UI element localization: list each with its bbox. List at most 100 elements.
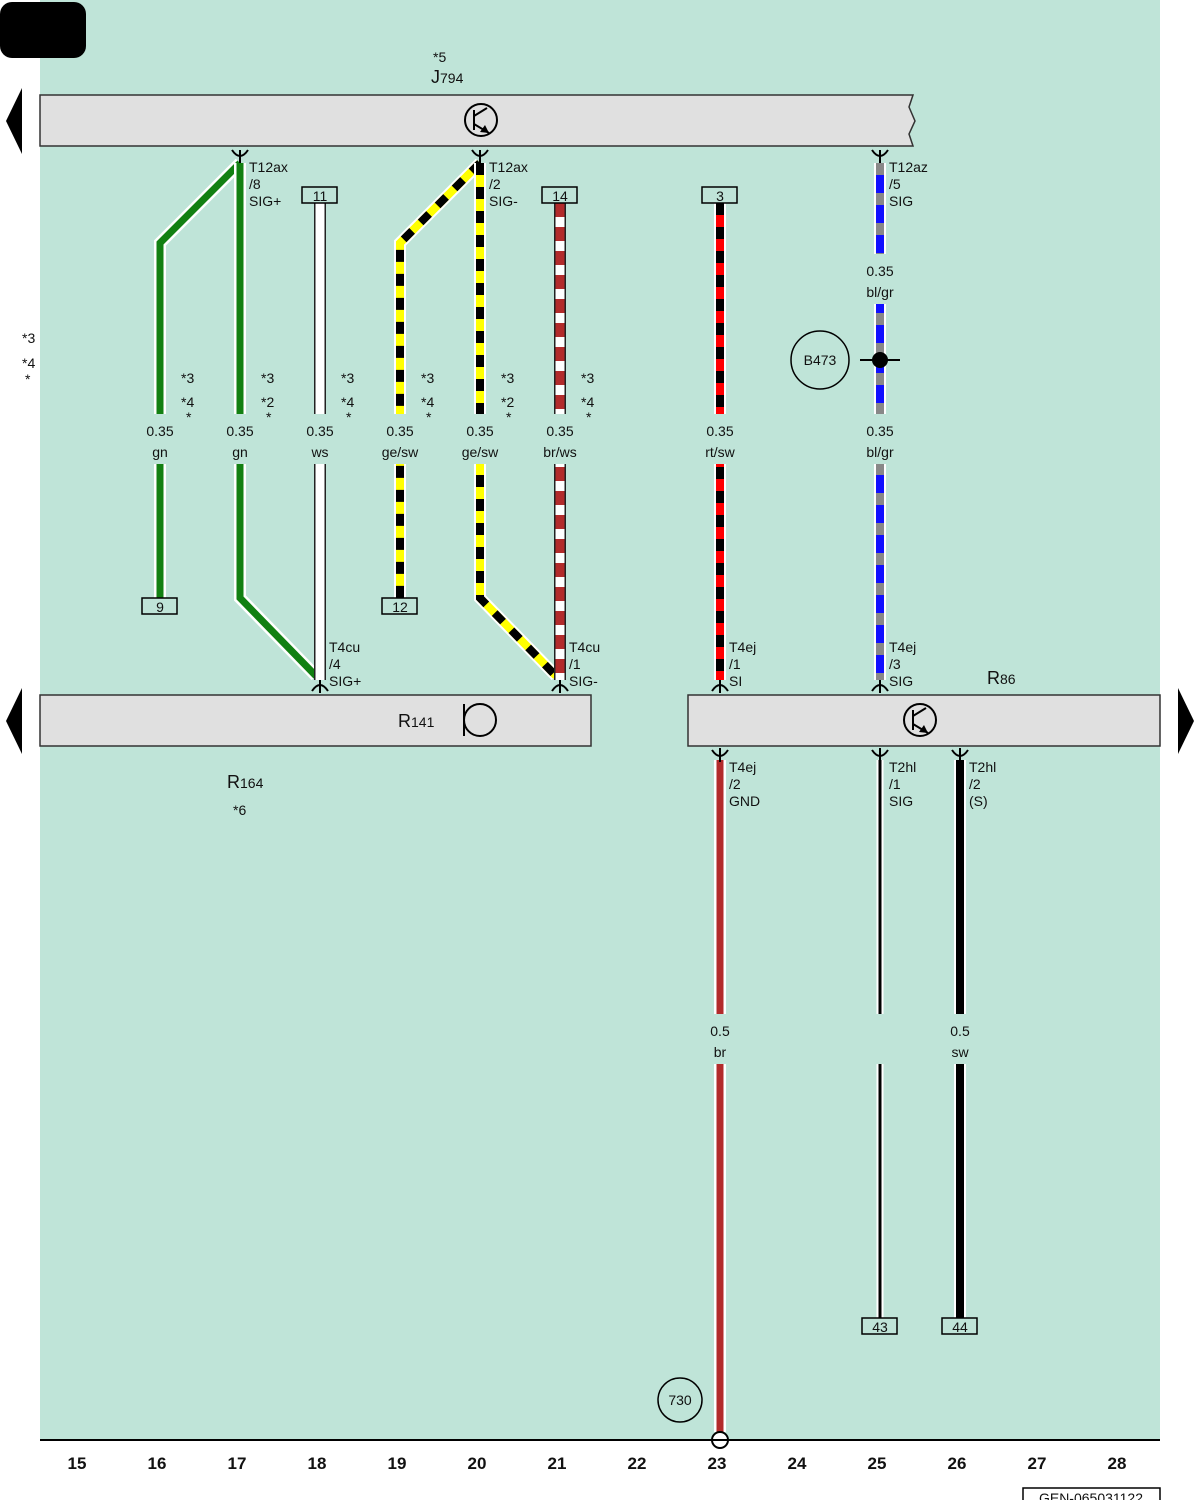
svg-text:/4: /4	[329, 656, 341, 672]
svg-text:/2: /2	[729, 776, 741, 792]
svg-text:*4: *4	[181, 394, 194, 410]
svg-text:28: 28	[1108, 1454, 1127, 1473]
splice-circle	[790, 330, 850, 390]
r141-label: R141	[398, 711, 435, 731]
component-bar-r141[interactable]	[39, 694, 592, 747]
left-note-3: *	[25, 371, 31, 387]
wire-col17-gn[interactable]	[234, 163, 321, 681]
wire-footnotes: *3*4* *3*2* *3*4* *3*4* *3*2* *3*4*	[181, 370, 594, 425]
wire-7-color: rt/sw	[705, 444, 735, 460]
connector-boxes: 11 14 3 9 12 43 44	[141, 186, 978, 1335]
svg-text:15: 15	[68, 1454, 87, 1473]
svg-text:*: *	[426, 409, 432, 425]
j794-label: J794	[431, 67, 464, 87]
svg-text:19: 19	[388, 1454, 407, 1473]
svg-text:/5: /5	[889, 176, 901, 192]
svg-text:*: *	[586, 409, 592, 425]
svg-text:T4cu: T4cu	[329, 639, 360, 655]
svg-text:/1: /1	[889, 776, 901, 792]
wire-4-color: ge/sw	[382, 444, 419, 460]
svg-text:*3: *3	[261, 370, 274, 386]
svg-text:SIG-: SIG-	[489, 193, 518, 209]
wire-7-size: 0.35	[706, 423, 733, 439]
svg-text:T2hl: T2hl	[889, 759, 916, 775]
wire-5-color: ge/sw	[462, 444, 499, 460]
svg-text:*3: *3	[341, 370, 354, 386]
wire-6-color: br/ws	[543, 444, 576, 460]
svg-text:T4ej: T4ej	[889, 639, 916, 655]
svg-text:*4: *4	[421, 394, 434, 410]
wire-2-color: gn	[232, 444, 248, 460]
wire-11-size: 0.5	[950, 1023, 970, 1039]
wire-9-size: 0.35	[866, 423, 893, 439]
wire-col16-gn[interactable]	[154, 158, 245, 600]
svg-text:20: 20	[468, 1454, 487, 1473]
svg-text:T4cu: T4cu	[569, 639, 600, 655]
wire-4-size: 0.35	[386, 423, 413, 439]
svg-text:*2: *2	[261, 394, 274, 410]
wire-9-color: bl/gr	[866, 444, 894, 460]
svg-text:/2: /2	[489, 176, 501, 192]
box-9: 9	[156, 599, 164, 615]
continue-left-arrow-icon-lower[interactable]	[6, 688, 22, 754]
svg-text:T4ej: T4ej	[729, 759, 756, 775]
svg-text:T2hl: T2hl	[969, 759, 996, 775]
svg-text:*: *	[506, 409, 512, 425]
svg-text:16: 16	[148, 1454, 167, 1473]
ground-label: 730	[668, 1392, 692, 1408]
wire-col20-gesw[interactable]	[474, 163, 561, 681]
j794-note: *5	[433, 49, 446, 65]
svg-text:SIG: SIG	[889, 673, 913, 689]
svg-text:/8: /8	[249, 176, 261, 192]
svg-text:*4: *4	[581, 394, 594, 410]
box-3: 3	[716, 188, 724, 204]
svg-text:GND: GND	[729, 793, 760, 809]
left-note-2: *4	[22, 355, 35, 371]
svg-text:23: 23	[708, 1454, 727, 1473]
left-note-1: *3	[22, 330, 35, 346]
svg-text:25: 25	[868, 1454, 887, 1473]
box-43: 43	[872, 1319, 888, 1335]
svg-text:*3: *3	[501, 370, 514, 386]
svg-text:*3: *3	[181, 370, 194, 386]
continue-right-arrow-icon[interactable]	[1178, 688, 1194, 754]
wire-col19-gesw[interactable]	[394, 158, 485, 600]
svg-text:/2: /2	[969, 776, 981, 792]
wire-2-size: 0.35	[226, 423, 253, 439]
component-bar-r86[interactable]	[687, 694, 1161, 747]
label-band	[120, 414, 1000, 464]
wire-1-size: 0.35	[146, 423, 173, 439]
svg-text:21: 21	[548, 1454, 567, 1473]
box-44: 44	[952, 1319, 968, 1335]
svg-text:T4ej: T4ej	[729, 639, 756, 655]
continue-left-arrow-icon[interactable]	[6, 88, 22, 154]
svg-text:26: 26	[948, 1454, 967, 1473]
transistor-icon-j794	[464, 103, 498, 137]
svg-text:*4: *4	[341, 394, 354, 410]
wire-8-size: 0.35	[866, 263, 893, 279]
svg-text:17: 17	[228, 1454, 247, 1473]
wire-3-color: ws	[310, 444, 328, 460]
svg-text:SIG-: SIG-	[569, 673, 598, 689]
wire-10-size: 0.5	[710, 1023, 730, 1039]
wire-1-color: gn	[152, 444, 168, 460]
component-bar-j794[interactable]	[39, 94, 916, 147]
svg-text:27: 27	[1028, 1454, 1047, 1473]
svg-text:SI: SI	[729, 673, 742, 689]
svg-text:24: 24	[788, 1454, 807, 1473]
footer-code: GEN-065031122	[1039, 1490, 1143, 1500]
wire-11-color: sw	[951, 1044, 969, 1060]
page-tab-marker	[0, 2, 86, 58]
wire-6-size: 0.35	[546, 423, 573, 439]
svg-text:(S): (S)	[969, 793, 988, 809]
svg-text:/3: /3	[889, 656, 901, 672]
svg-text:18: 18	[308, 1454, 327, 1473]
svg-text:*: *	[346, 409, 352, 425]
r164-note: *6	[233, 802, 246, 818]
box-11: 11	[313, 188, 328, 204]
svg-text:/1: /1	[569, 656, 581, 672]
r164-label: R164	[227, 772, 264, 792]
splice-dot[interactable]	[872, 352, 888, 368]
